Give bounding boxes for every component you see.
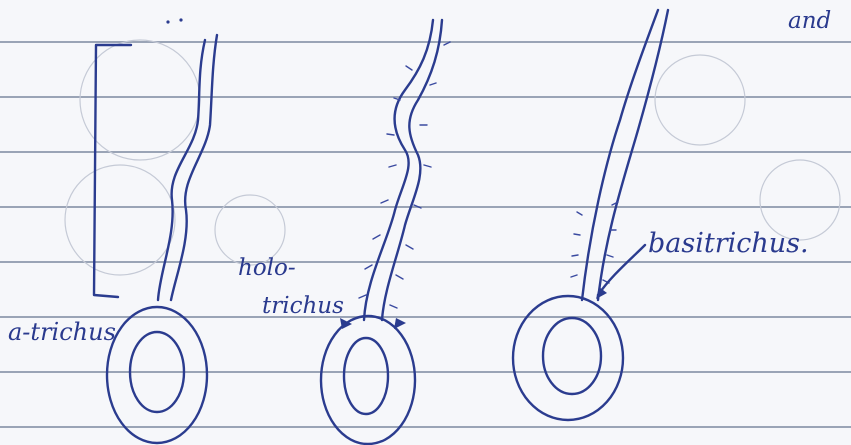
capsule-outer bbox=[107, 307, 207, 443]
bracket bbox=[94, 45, 131, 297]
atrichous-drawing bbox=[94, 18, 217, 443]
label-corner-word: and bbox=[788, 8, 831, 34]
spines-left bbox=[571, 212, 582, 277]
capsule-inner bbox=[543, 318, 601, 394]
label-holo-line1: holo- bbox=[238, 255, 296, 281]
label-basitrichus: basitrichus. bbox=[648, 228, 809, 259]
thread-left-edge bbox=[582, 10, 658, 300]
ink-dot bbox=[166, 20, 169, 23]
capsule-inner bbox=[130, 332, 184, 412]
basitrichous-drawing bbox=[513, 10, 668, 420]
capsule-outer bbox=[513, 296, 623, 420]
holotrichous-drawing bbox=[321, 20, 450, 444]
capsule-inner bbox=[344, 338, 388, 414]
capsule-outer bbox=[321, 316, 415, 444]
thread-right-edge bbox=[382, 20, 442, 320]
label-atrichus: a-trichus bbox=[8, 318, 116, 346]
ink-dot bbox=[179, 18, 182, 21]
junction-mark bbox=[394, 318, 406, 329]
spines-right bbox=[603, 202, 618, 283]
thread-left-edge bbox=[364, 20, 433, 320]
label-holo-line2: trichus bbox=[262, 293, 344, 319]
